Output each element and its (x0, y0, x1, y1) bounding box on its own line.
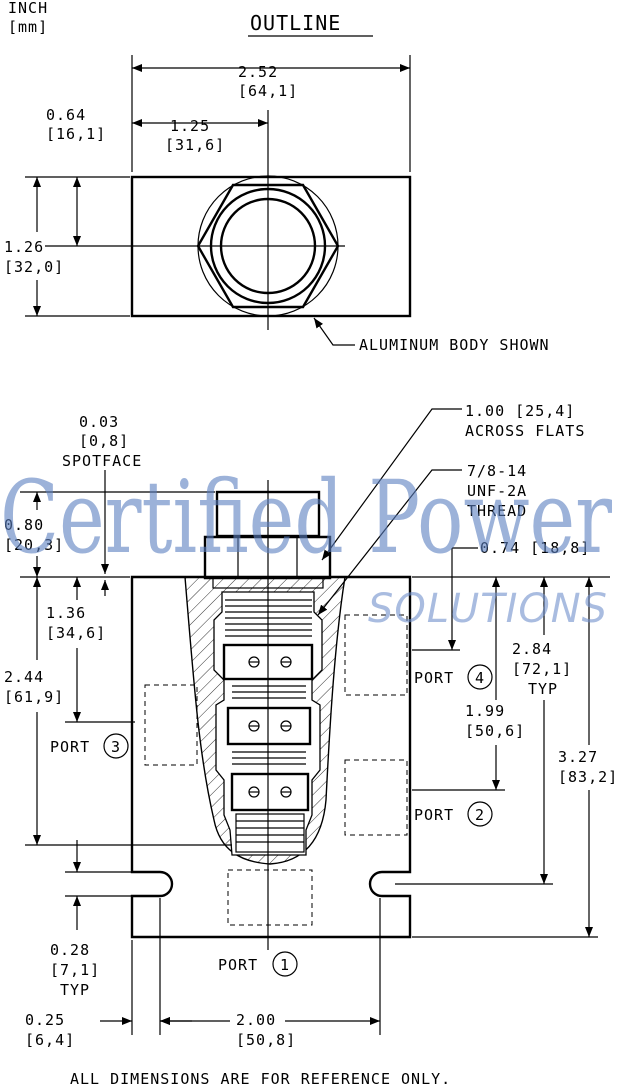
dim-height-mm: [32,0] (4, 258, 64, 276)
port-4-label: PORT (414, 669, 454, 687)
units-mm-label: [mm] (8, 18, 48, 36)
units-inch-label: INCH (8, 0, 48, 17)
spool-grooves-1 (232, 685, 306, 699)
port-3-bubble (103, 733, 129, 759)
dim-port-offset-mm: [16,1] (46, 125, 106, 143)
dim-center-offset-mm: [31,6] (165, 136, 225, 154)
port-labels: PORT 3 PORT 4 PORT 2 PORT 1 (50, 664, 493, 977)
port-4-bore (344, 614, 408, 696)
dim-center-offset-inch: 1.25 (170, 117, 210, 135)
dim-0-25-mm: [6,4] (25, 1031, 75, 1049)
dim-1-36-mm: [34,6] (46, 624, 106, 642)
dim-spotface-label: SPOTFACE (62, 452, 142, 470)
port-2-number: 2 (475, 806, 485, 824)
dim-across-flats-label: ACROSS FLATS (465, 422, 585, 440)
body-material-note: ALUMINUM BODY SHOWN (359, 336, 550, 354)
dim-0-74: 0.74 [18,8] (480, 539, 590, 557)
port-1-number: 1 (280, 956, 290, 974)
dim-overall-width-mm: [64,1] (238, 82, 298, 100)
cartridge-spool-middle (226, 706, 312, 746)
port-3-label: PORT (50, 738, 90, 756)
port-1-label: PORT (218, 956, 258, 974)
dim-spotface-inch: 0.03 (79, 413, 119, 431)
dim-2-84-inch: 2.84 (512, 640, 552, 658)
dim-0-25-inch: 0.25 (25, 1011, 65, 1029)
thread-spec-line2: UNF-2A (467, 482, 527, 500)
thread-spec-line1: 7/8-14 (467, 462, 527, 480)
drawing-title: OUTLINE (250, 11, 341, 35)
manifold-body (130, 575, 412, 939)
top-view (45, 110, 412, 330)
dim-1-99-mm: [50,6] (465, 722, 525, 740)
dim-1-99-inch: 1.99 (465, 702, 505, 720)
section-view (130, 480, 412, 950)
port-3-bore (144, 684, 198, 766)
dim-height-inch: 1.26 (4, 238, 44, 256)
dim-1-36-inch: 1.36 (46, 604, 86, 622)
port-2-bubble (467, 801, 493, 827)
dim-across-flats-value: 1.00 [25,4] (465, 402, 575, 420)
dim-3-27-inch: 3.27 (558, 748, 598, 766)
watermark-logo-line2: SOLUTIONS (368, 586, 608, 632)
dim-spotface-mm: [0,8] (79, 432, 129, 450)
port-4-bubble (467, 664, 493, 690)
dim-0-28-mm: [7,1] (50, 961, 100, 979)
dim-0-28-typ: TYP (60, 981, 90, 999)
dim-3-27-mm: [83,2] (558, 768, 618, 786)
port-1-bubble (272, 951, 298, 977)
spool-grooves-2 (232, 751, 306, 765)
port-3-number: 3 (111, 738, 121, 756)
dim-2-44-inch: 2.44 (4, 668, 44, 686)
watermark: Certified Power SOLUTIONS (0, 459, 612, 632)
dim-2-00-mm: [50,8] (236, 1031, 296, 1049)
port-1-bore (227, 869, 313, 926)
dim-cartridge-height-inch: 0.80 (4, 516, 44, 534)
dim-2-44-mm: [61,9] (4, 688, 64, 706)
dim-port-offset-inch: 0.64 (46, 106, 86, 124)
top-view-dimensions: 2.52 [64,1] 1.25 [31,6] 0.64 [16,1] 1.26… (4, 55, 550, 354)
port-2-label: PORT (414, 806, 454, 824)
dim-overall-width-inch: 2.52 (238, 63, 278, 81)
dim-2-84-mm: [72,1] (512, 660, 572, 678)
dim-cartridge-height-mm: [20,3] (4, 536, 64, 554)
cartridge-tip (235, 813, 305, 853)
cartridge-hex (203, 535, 332, 580)
dim-0-28-inch: 0.28 (50, 941, 90, 959)
section-dimensions: 0.03 [0,8] SPOTFACE 0.80 [20,3] 1.36 [34… (4, 402, 618, 1049)
port-2-bore (344, 759, 408, 836)
port-4-number: 4 (475, 669, 485, 687)
watermark-logo-line1: Certified Power (0, 459, 612, 576)
dim-2-84-typ: TYP (528, 680, 558, 698)
cartridge-spool-lower (230, 772, 310, 812)
footer-note: ALL DIMENSIONS ARE FOR REFERENCE ONLY. (70, 1070, 451, 1088)
thread-spec-line3: THREAD (467, 502, 527, 520)
dim-2-00-inch: 2.00 (236, 1011, 276, 1029)
